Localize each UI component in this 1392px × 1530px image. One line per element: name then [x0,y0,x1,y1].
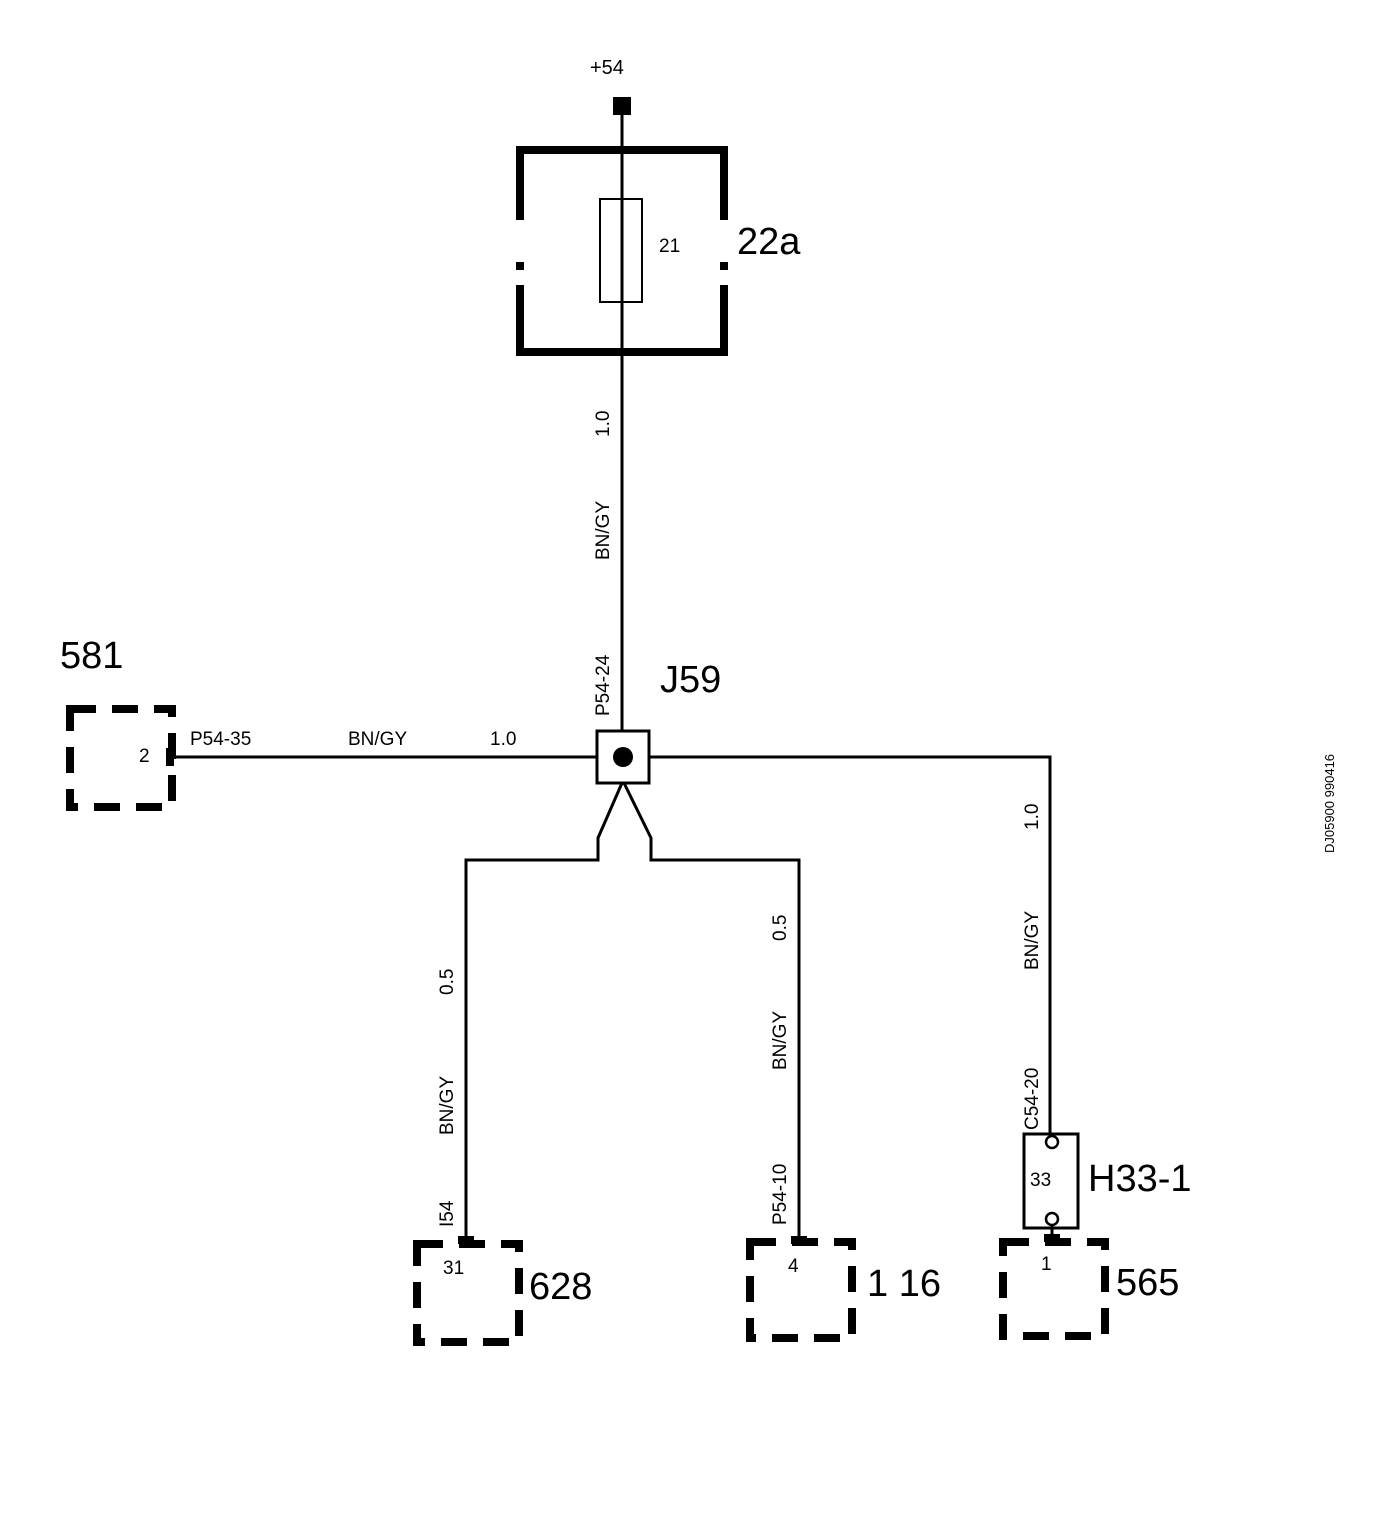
supply-terminal: +54 [590,57,631,115]
component-581-pin: 2 [139,746,150,767]
branch-581-size: 1.0 [490,729,516,750]
branch-628-size: 0.5 [437,969,458,995]
branch-565: 1.0 BN/GY C54-20 33 H33-1 1 565 [649,755,1192,1340]
component-116-id: 1 16 [867,1263,941,1305]
component-565-box [999,1238,1109,1340]
fuse-box-id: 22a [737,221,801,263]
main-wire-size: 1.0 [593,411,614,437]
branch-628-wire [464,782,624,1242]
plug-h33-1-id: H33-1 [1088,1158,1192,1200]
fuse-box: 21 22a [516,146,801,356]
plug-h33-1-pin: 33 [1030,1170,1051,1191]
junction-dot [613,747,633,767]
component-628-id: 628 [529,1266,592,1308]
junction-j59: J59 [595,659,721,785]
fuse-number: 21 [659,236,680,257]
component-581-box [66,705,176,811]
branch-116-size: 0.5 [770,915,791,941]
supply-label: +54 [590,57,624,79]
branch-581-connector: P54-35 [190,729,251,750]
branch-116: 0.5 BN/GY P54-10 4 1 16 [746,915,941,1342]
component-565-id: 565 [1116,1262,1179,1304]
branch-116-wire [622,782,801,1242]
main-wire-color: BN/GY [593,501,614,560]
junction-id: J59 [660,659,721,701]
component-628-pin: 31 [443,1258,464,1279]
supply-terminal-square [613,97,631,115]
branch-581: P54-35 BN/GY 1.0 2 581 [60,635,597,811]
main-wire-pin: P54-24 [593,654,614,716]
component-116-box [746,1238,856,1342]
branch-628-color: BN/GY [437,1076,458,1135]
component-628-box [413,1240,523,1346]
component-581-id: 581 [60,635,123,677]
component-116-pin: 4 [788,1256,799,1277]
branch-116-connector: P54-10 [770,1164,791,1225]
branch-581-color: BN/GY [348,729,407,750]
branch-628: 0.5 BN/GY I54 31 628 [413,969,592,1346]
branch-628-connector: I54 [437,1200,458,1227]
branch-116-color: BN/GY [770,1011,791,1070]
document-code: DJ05900 990416 [1322,754,1337,853]
component-565-pin: 1 [1041,1254,1052,1275]
branch-565-color: BN/GY [1022,911,1043,970]
branch-565-size: 1.0 [1022,804,1043,830]
branch-565-connector: C54-20 [1022,1068,1043,1130]
